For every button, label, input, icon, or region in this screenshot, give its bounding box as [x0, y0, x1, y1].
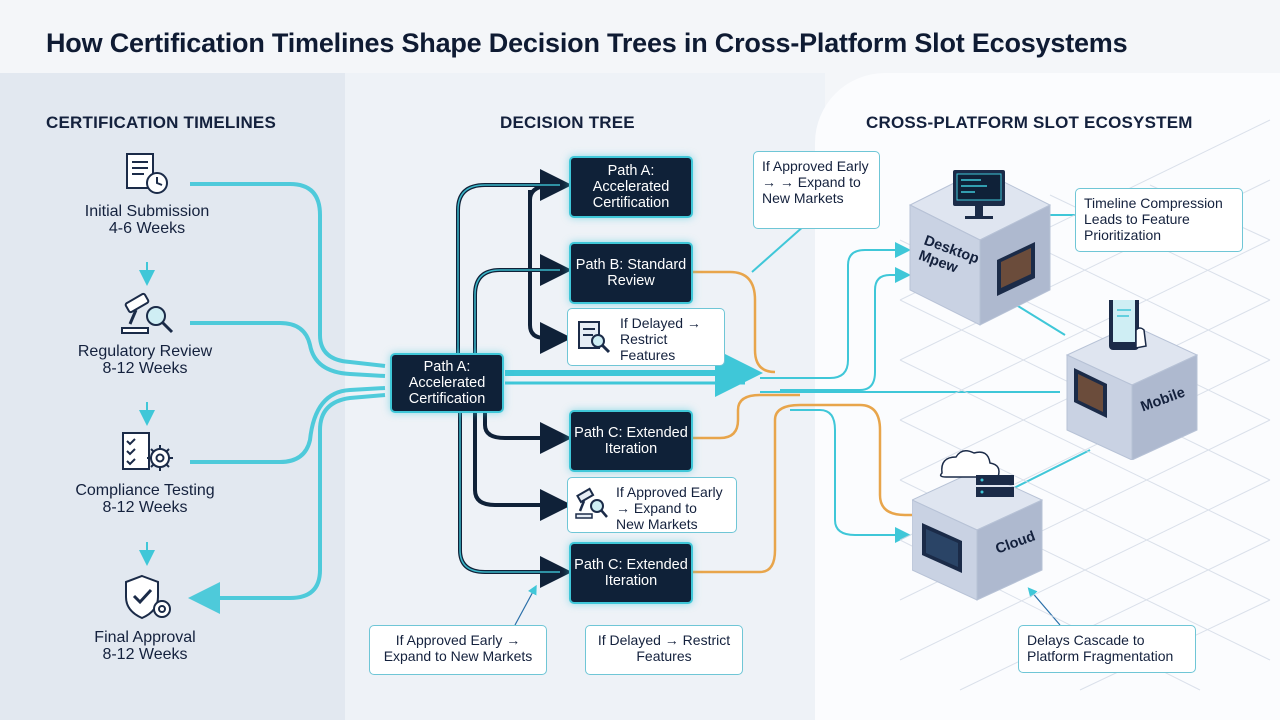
section-title-timelines: CERTIFICATION TIMELINES	[46, 113, 276, 132]
stage-name: Regulatory Review	[77, 343, 213, 360]
gavel-magnifier-icon	[120, 290, 176, 341]
stage-name: Initial Submission	[84, 203, 210, 220]
section-title-decision-tree: DECISION TREE	[500, 113, 635, 132]
document-clock-icon	[124, 152, 170, 201]
gavel-magnifier-icon	[574, 486, 610, 525]
callout-delayed: If Delayed → Restrict Features	[585, 625, 743, 675]
mobile-cube[interactable]	[1062, 294, 1202, 465]
approved-note-text: If Approved Early → Expand to New Market…	[616, 484, 723, 532]
delay-note-text: If Delayed → Restrict Features	[620, 315, 701, 363]
page-title: How Certification Timelines Shape Decisi…	[46, 28, 1128, 58]
stage-regulatory-review: Regulatory Review 8-12 Weeks	[60, 343, 230, 377]
tree-node-path-c-1[interactable]: Path C: Extended Iteration	[569, 410, 693, 472]
callout-approved-early: If Approved Early → Expand to New Market…	[369, 625, 547, 675]
cloud-cube[interactable]	[910, 445, 1052, 610]
stage-duration: 8-12 Weeks	[102, 360, 188, 377]
delay-note: If Delayed → Restrict Features	[567, 308, 725, 366]
note-delays-cascade: Delays Cascade to Platform Fragmentation	[1018, 625, 1196, 673]
stage-duration: 8-12 Weeks	[102, 499, 188, 516]
stage-name: Final Approval	[94, 629, 196, 646]
document-magnifier-icon	[576, 319, 612, 358]
stage-duration: 8-12 Weeks	[102, 646, 188, 663]
tree-root-node[interactable]: Path A: Accelerated Certification	[390, 353, 504, 413]
stage-name: Compliance Testing	[75, 482, 215, 499]
tree-node-path-c-2[interactable]: Path C: Extended Iteration	[569, 542, 693, 604]
stage-initial-submission: Initial Submission 4-6 Weeks	[62, 203, 232, 237]
tree-node-path-b[interactable]: Path B: Standard Review	[569, 242, 693, 304]
tree-node-path-a[interactable]: Path A: Accelerated Certification	[569, 156, 693, 218]
checklist-gear-icon	[120, 430, 176, 481]
approved-note: If Approved Early → Expand to New Market…	[567, 477, 737, 533]
timeline-panel	[0, 73, 345, 720]
note-timeline-compression: Timeline Compression Leads to Feature Pr…	[1075, 188, 1243, 252]
stage-compliance-testing: Compliance Testing 8-12 Weeks	[60, 482, 230, 516]
stage-final-approval: Final Approval 8-12 Weeks	[60, 629, 230, 663]
desktop-cube[interactable]	[905, 169, 1055, 335]
stage-duration: 4-6 Weeks	[108, 220, 186, 237]
shield-check-icon	[122, 573, 174, 626]
callout-approved-top: If Approved Early → → Expand to New Mark…	[753, 151, 880, 229]
